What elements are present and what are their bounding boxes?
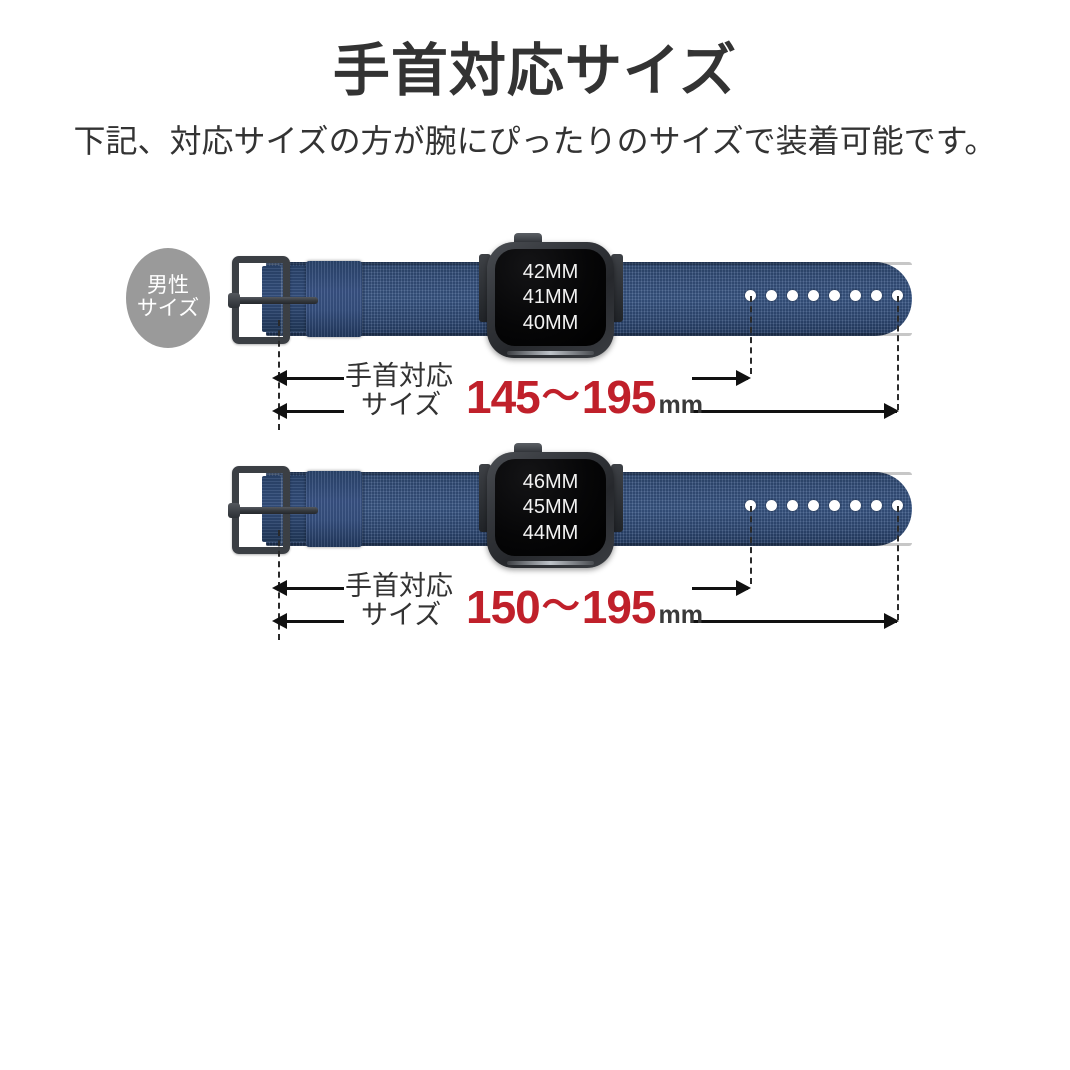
watch-size-line-3: 40MM (522, 311, 579, 334)
dashed-guide-last-hole (897, 506, 899, 620)
max-measure-arrow-line-right (692, 410, 897, 413)
min-measure-arrow-line-left (286, 377, 344, 380)
min-measure-arrow-line-right (692, 587, 748, 590)
wrist-size-label: 手首対応 サイズ (345, 361, 453, 421)
min-measure-arrow-head-left (272, 580, 287, 596)
strap-hole (766, 500, 777, 511)
strap-buckle (228, 466, 318, 554)
dashed-guide-last-hole (897, 296, 899, 410)
wrist-size-label: 手首対応 サイズ (345, 571, 453, 631)
min-measure-arrow-line-right (692, 377, 748, 380)
min-measure-arrow-head-left (272, 370, 287, 386)
watch-size-line-1: 46MM (522, 470, 579, 493)
strap-hole (892, 500, 903, 511)
watch-size-line-2: 45MM (522, 496, 579, 519)
page-subtitle: 下記、対応サイズの方が腕にぴったりのサイズで装着可能です。 (73, 123, 997, 159)
strap-hole (871, 500, 882, 511)
wrist-size-label-line-2: サイズ (361, 600, 442, 631)
watch-size-line-2: 41MM (522, 286, 579, 309)
watch-crown-icon (514, 443, 542, 454)
size-row-1: 男性 サイズ 42MM 41MM 40MM (0, 232, 1070, 432)
strap-hole (850, 290, 861, 301)
strap-hole (745, 290, 756, 301)
watch-screen: 42MM 41MM 40MM (495, 249, 606, 346)
buckle-pin-knob (228, 502, 240, 518)
wrist-size-label-line-1: 手首対応 (345, 361, 453, 391)
min-measure-arrow-head-right (736, 580, 751, 596)
strap-hole (829, 500, 840, 511)
wrist-size-min: 150 (466, 581, 541, 633)
strap-hole (829, 290, 840, 301)
wrist-size-max: 195 (581, 581, 657, 633)
watch-bottom-accent (507, 351, 594, 355)
strap-hole (787, 290, 798, 301)
badge-line-2: サイズ (136, 297, 200, 320)
strap-hole (871, 290, 882, 301)
buckle-pin-knob (228, 292, 240, 308)
range-separator: ～ (541, 586, 580, 628)
watch-size-line-3: 44MM (522, 521, 579, 544)
max-measure-arrow-line-left (286, 620, 344, 623)
dashed-guide-first-hole (750, 296, 752, 374)
wrist-size-unit: mm (658, 601, 703, 629)
watch-size-line-1: 42MM (522, 260, 579, 283)
max-measure-arrow-head-left (272, 403, 287, 419)
badge-line-1: 男性 (147, 274, 189, 298)
strap-hole (808, 500, 819, 511)
watch-screen: 46MM 45MM 44MM (495, 459, 606, 556)
wrist-size-max: 195 (581, 371, 657, 423)
max-measure-arrow-line-right (692, 620, 897, 623)
watch-lug-right (611, 254, 623, 322)
strap-hole (850, 500, 861, 511)
watch-bottom-accent (507, 561, 594, 565)
strap-hole (745, 500, 756, 511)
strap-hole (766, 290, 777, 301)
max-measure-arrow-head-right (884, 613, 899, 629)
wrist-size-label-line-1: 手首対応 (345, 571, 453, 601)
watch-case-small: 42MM 41MM 40MM (487, 233, 614, 358)
max-measure-arrow-head-left (272, 613, 287, 629)
strap-hole (892, 290, 903, 301)
buckle-pin-bar (234, 506, 318, 514)
min-measure-arrow-head-right (736, 370, 751, 386)
range-separator: ～ (541, 376, 580, 418)
min-measure-arrow-line-left (286, 587, 344, 590)
max-measure-arrow-head-right (884, 403, 899, 419)
max-measure-arrow-line-left (286, 410, 344, 413)
wrist-size-min: 145 (466, 371, 541, 423)
strap-buckle (228, 256, 318, 344)
wrist-size-unit: mm (658, 391, 703, 419)
buckle-pin-bar (234, 296, 318, 304)
dashed-guide-first-hole (750, 506, 752, 584)
watch-crown-icon (514, 233, 542, 244)
watch-case-large: 46MM 45MM 44MM (487, 443, 614, 568)
gender-size-badge: 男性 サイズ (126, 248, 210, 348)
strap-hole (808, 290, 819, 301)
page-title: 手首対応サイズ (332, 39, 738, 103)
watch-lug-right (611, 464, 623, 532)
wrist-size-label-line-2: サイズ (361, 390, 442, 421)
strap-hole (787, 500, 798, 511)
